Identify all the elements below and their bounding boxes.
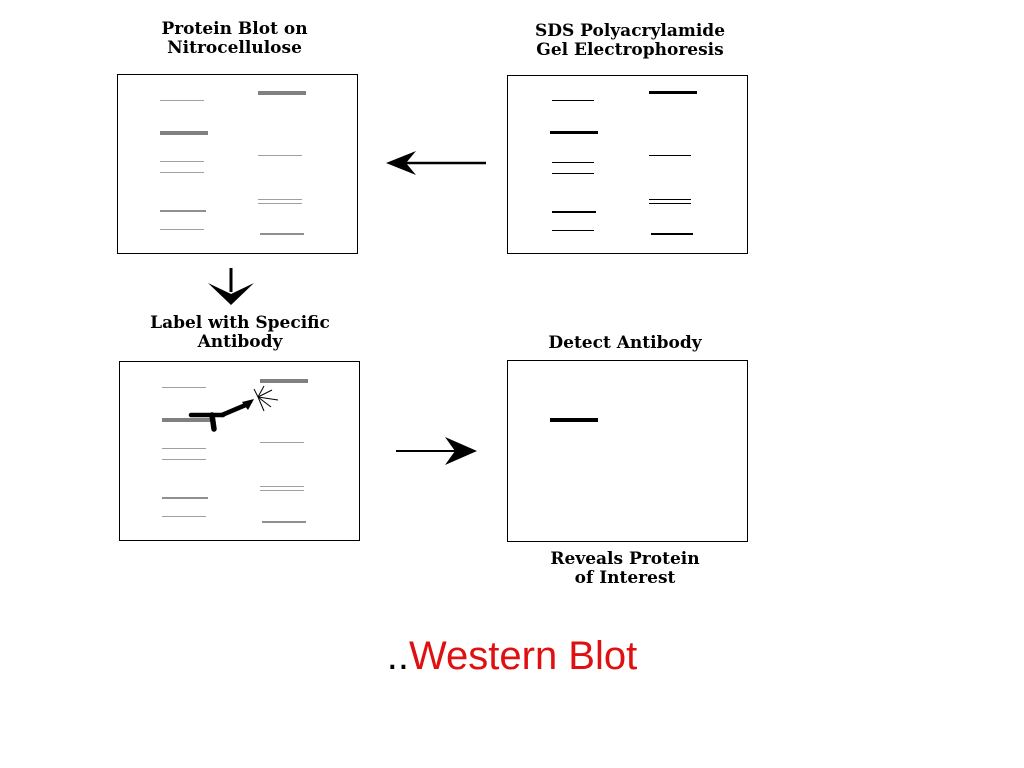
reveal-caption: Reveals Protein of Interest [490, 550, 760, 588]
gel-band [649, 91, 697, 94]
blot-title-line-2: Nitrocellulose [167, 38, 302, 58]
blot-band [162, 448, 206, 449]
blot-band [260, 442, 304, 443]
antibody-title-line-1: Label with Specific [150, 313, 330, 333]
slide-title-prefix: .. [386, 634, 409, 678]
antibody-title-line-2: Antibody [197, 332, 283, 352]
blot-title: Protein Blot on Nitrocellulose [112, 20, 357, 58]
sds-title-line-2: Gel Electrophoresis [536, 40, 724, 60]
antibody-title: Label with Specific Antibody [100, 314, 380, 352]
blot-band [162, 459, 206, 460]
blot-band [162, 387, 206, 388]
blot-title-line-1: Protein Blot on [161, 19, 308, 39]
gel-band [552, 100, 594, 101]
blot-band [258, 199, 302, 200]
gel-band [550, 131, 598, 134]
blot-band [258, 155, 302, 156]
blot-band [260, 379, 308, 383]
gel-band [649, 199, 691, 200]
blot-band [262, 521, 306, 523]
blot-band [260, 233, 304, 235]
blot-band [260, 486, 304, 487]
gel-band [649, 203, 691, 204]
sds-gel-panel [507, 75, 748, 254]
detected-band [550, 418, 598, 422]
gel-band [651, 233, 693, 235]
target-band [162, 418, 210, 422]
arrow-left-icon [386, 151, 486, 175]
blot-band [160, 100, 204, 101]
blot-panel [117, 74, 358, 254]
blot-band [258, 203, 302, 204]
reveal-caption-line-2: of Interest [574, 568, 676, 588]
detect-panel [507, 360, 748, 542]
arrow-right-icon [396, 437, 477, 465]
blot-band [160, 172, 204, 173]
arrow-down-icon [208, 268, 254, 305]
detect-title-line: Detect Antibody [548, 333, 702, 353]
gel-band [552, 230, 594, 231]
blot-band [160, 161, 204, 162]
antibody-panel [119, 361, 360, 541]
blot-band [160, 131, 208, 135]
sds-title: SDS Polyacrylamide Gel Electrophoresis [490, 22, 770, 60]
blot-band [160, 229, 204, 230]
sds-title-line-1: SDS Polyacrylamide [534, 21, 726, 41]
blot-band [258, 91, 306, 95]
gel-band [552, 162, 594, 163]
detect-title: Detect Antibody [490, 334, 760, 353]
blot-band [162, 516, 206, 517]
gel-band [552, 173, 594, 174]
antibody-icon [188, 399, 254, 432]
blot-band [162, 497, 208, 499]
slide-title-text: Western Blot [408, 634, 638, 678]
blot-band [260, 490, 304, 491]
gel-band [552, 211, 596, 213]
signal-burst-icon [253, 385, 279, 412]
blot-band [160, 210, 206, 212]
reveal-caption-line-1: Reveals Protein [550, 549, 700, 569]
slide-title: ..Western Blot [0, 632, 1024, 680]
gel-band [649, 155, 691, 156]
